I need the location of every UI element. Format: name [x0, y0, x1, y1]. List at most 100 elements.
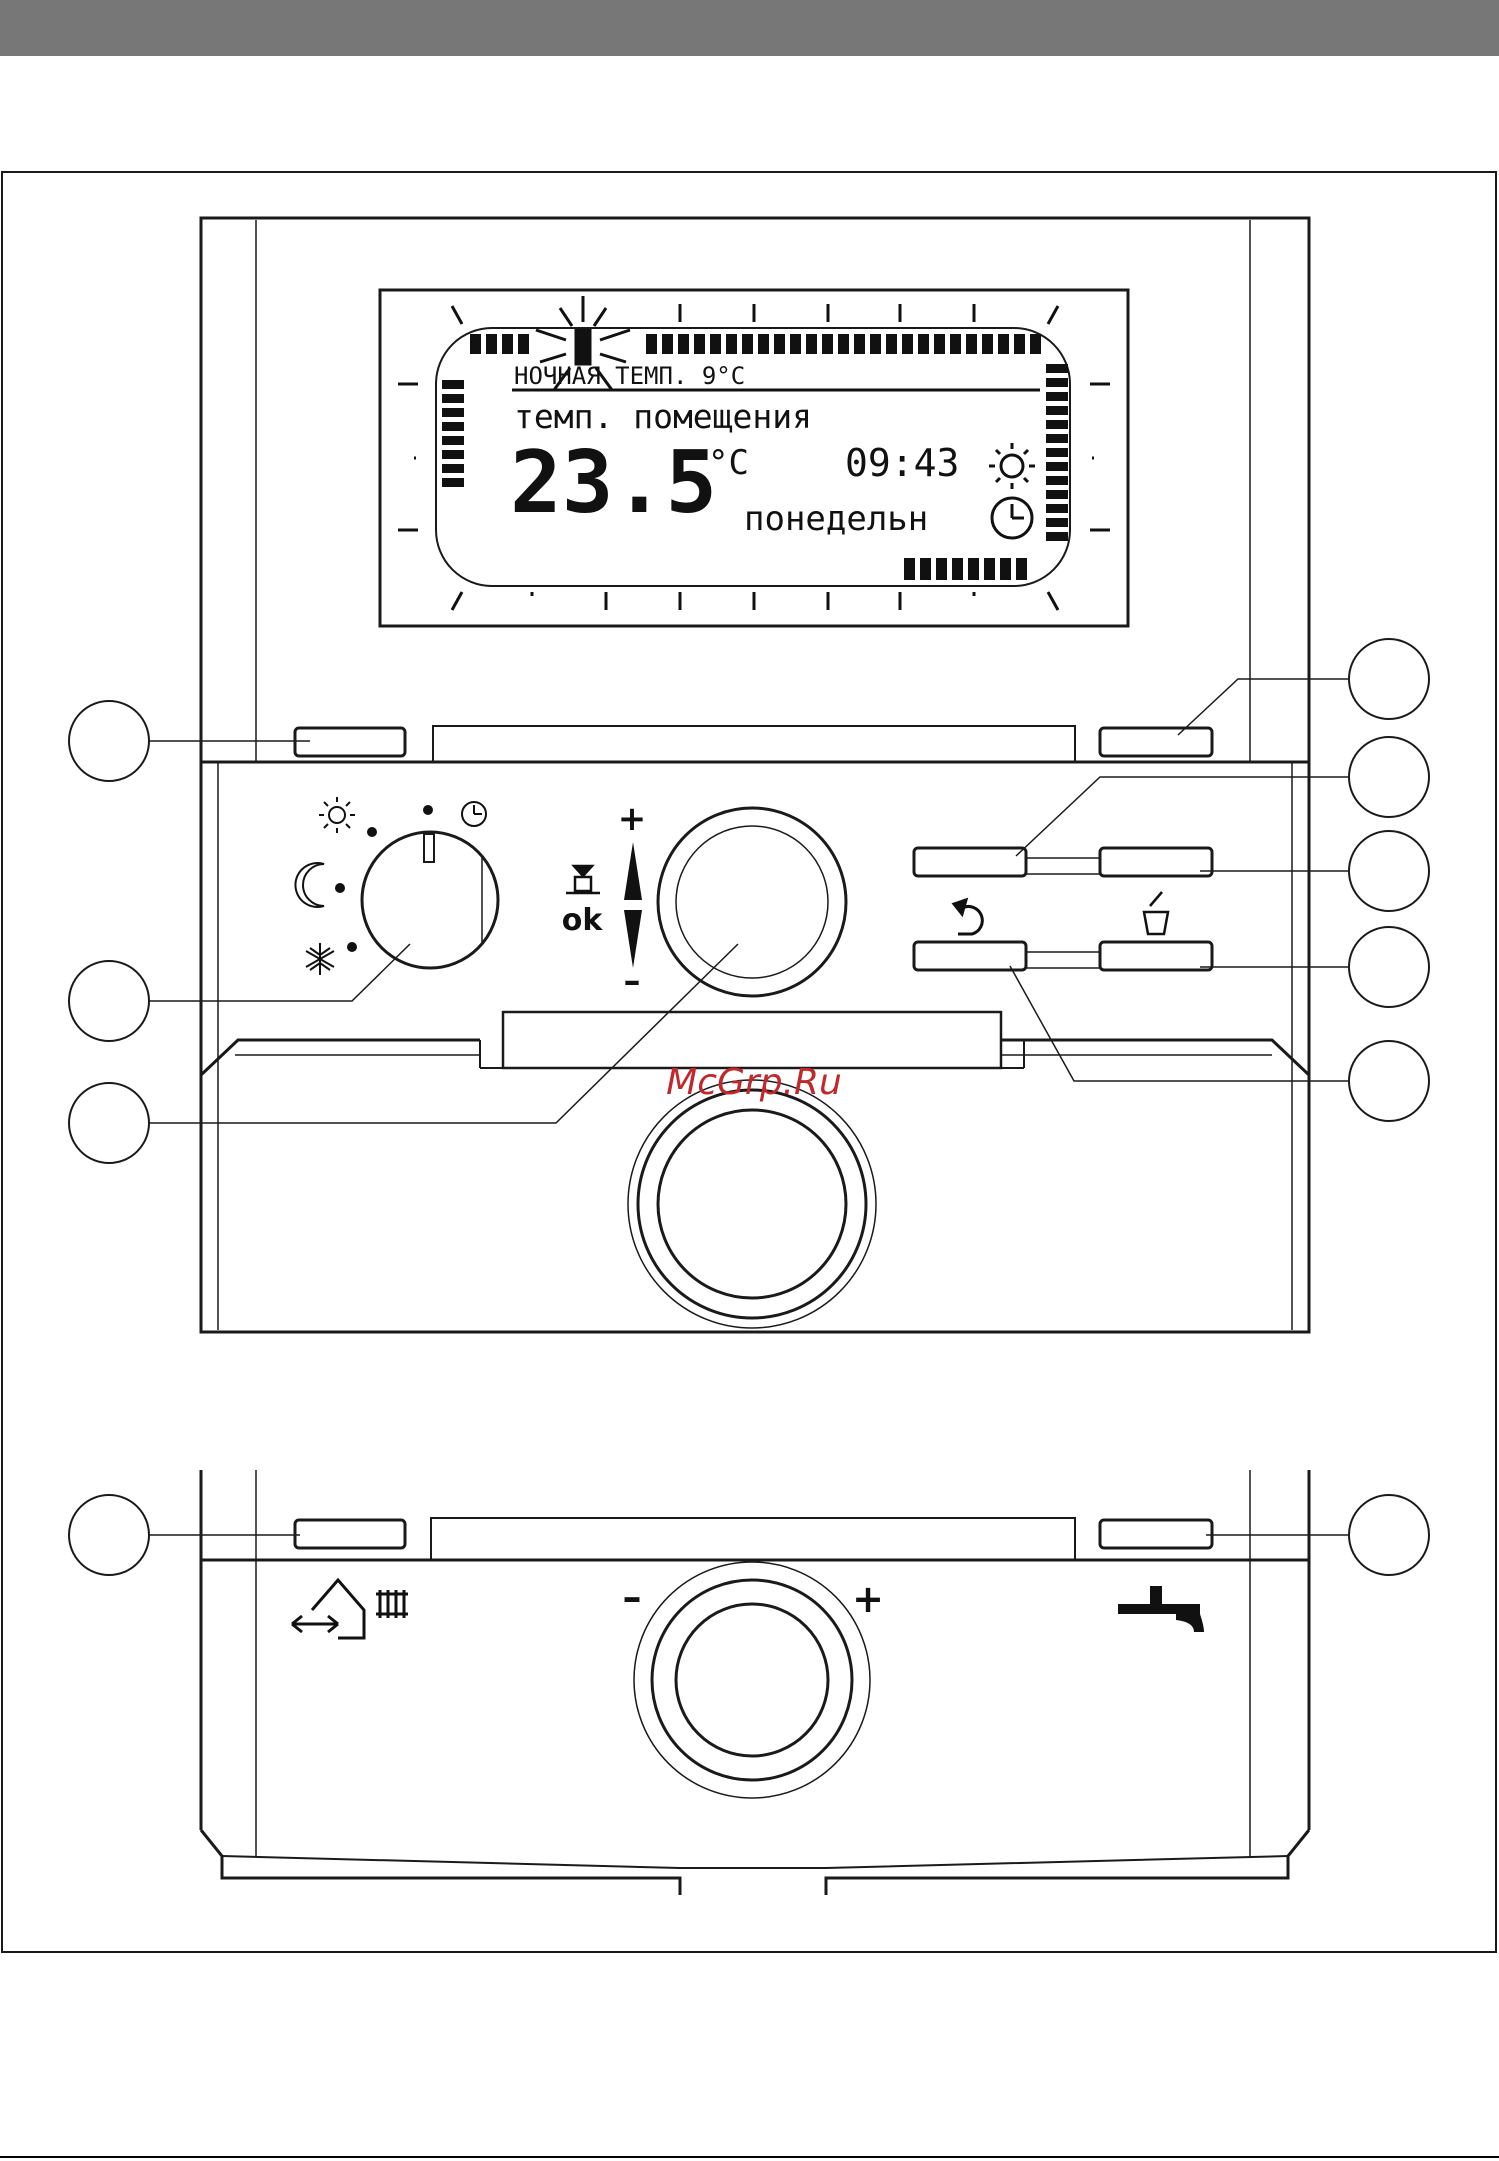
- menu-icon: [566, 866, 600, 893]
- upper-unit: [201, 218, 1309, 1332]
- faucet-icon: [1118, 1586, 1204, 1632]
- lcd-segment: [838, 334, 849, 354]
- cover-knob: [628, 1080, 876, 1328]
- lcd-segment: [442, 464, 464, 473]
- sun-mode-icon: [319, 797, 355, 833]
- lcd-segment: [854, 334, 865, 354]
- lcd-segment: [1046, 490, 1068, 499]
- display-temperature: 23.5: [510, 433, 717, 533]
- mode-selector[interactable]: [335, 805, 498, 968]
- lcd-segment: [904, 558, 915, 580]
- up-arrow-icon: [624, 842, 642, 900]
- lcd-segment: [646, 334, 657, 354]
- lcd-segment: [968, 558, 979, 580]
- lcd-segment: [1046, 532, 1068, 541]
- lcd-segment: [442, 422, 464, 431]
- lcd-tick: [452, 306, 462, 324]
- lcd-segment: [806, 334, 817, 354]
- radiator-icon: [376, 1590, 408, 1618]
- lcd-segment: [1000, 558, 1011, 580]
- lcd-segment: [1046, 518, 1068, 527]
- main-rotary-knob[interactable]: [658, 808, 846, 996]
- lcd-segment: [822, 334, 833, 354]
- lcd-segment: [984, 558, 995, 580]
- heating-mode-button[interactable]: [295, 1520, 405, 1548]
- lcd-segment: [982, 334, 993, 354]
- lcd-segment: [1046, 476, 1068, 485]
- lcd-segment: [1046, 378, 1068, 387]
- info-button[interactable]: [1100, 942, 1212, 970]
- display-label: темп. помещения: [514, 397, 812, 436]
- menu-button-right[interactable]: [1100, 848, 1212, 876]
- lcd-segment: [470, 334, 481, 354]
- lcd-segment: [1046, 434, 1068, 443]
- lcd-segment: [1046, 448, 1068, 457]
- plus-sign: +: [618, 799, 647, 839]
- lcd-segment: [936, 558, 947, 580]
- lcd-segment: [790, 334, 801, 354]
- lcd-segment: [998, 334, 1009, 354]
- back-button[interactable]: [914, 942, 1026, 970]
- lcd-segment: [442, 478, 464, 487]
- lcd-segment: [966, 334, 977, 354]
- lcd-segment: [886, 334, 897, 354]
- upper-right-button[interactable]: [1100, 728, 1212, 756]
- lcd-segment: [662, 334, 673, 354]
- house-arrow-icon: [292, 1580, 364, 1638]
- lcd-tick: [452, 592, 462, 610]
- lcd-segment: [1016, 558, 1027, 580]
- lower-plus-sign: +: [852, 1577, 884, 1621]
- lcd-segment: [952, 558, 963, 580]
- moon-icon: [295, 863, 324, 907]
- back-arrow-icon: [954, 900, 982, 934]
- lcd-segment: [1046, 504, 1068, 513]
- lcd-segment: [920, 558, 931, 580]
- sun-icon: [989, 443, 1035, 489]
- display-header-line: НОЧНАЯ ТЕМП. 9°C: [514, 362, 745, 390]
- lower-rotary-knob[interactable]: [634, 1562, 870, 1798]
- display-temperature-unit: °C: [708, 443, 749, 483]
- lcd-segment: [1046, 406, 1068, 415]
- lcd-display: НОЧНАЯ ТЕМП. 9°C темп. помещения 23.5 °C…: [380, 290, 1128, 626]
- lcd-segment: [1046, 392, 1068, 401]
- menu-button-left[interactable]: [914, 848, 1026, 876]
- clock-icon: [992, 498, 1032, 538]
- lcd-segment: [1030, 334, 1041, 354]
- lcd-segment: [758, 334, 769, 354]
- minus-sign: –: [624, 961, 641, 1001]
- upper-left-button[interactable]: [295, 728, 405, 756]
- lcd-segment: [442, 408, 464, 417]
- lcd-segment: [1046, 462, 1068, 471]
- lcd-segment: [486, 334, 497, 354]
- lcd-segment: [442, 436, 464, 445]
- lcd-segment: [742, 334, 753, 354]
- lcd-segment: [442, 394, 464, 403]
- lcd-segment: [918, 334, 929, 354]
- hot-water-button[interactable]: [1100, 1520, 1212, 1548]
- lcd-segment: [1046, 364, 1068, 373]
- watermark-text: McGrp.Ru: [666, 1062, 842, 1103]
- lcd-segment: [726, 334, 737, 354]
- clock-mode-icon: [462, 802, 486, 826]
- lcd-tick: [1048, 306, 1058, 324]
- ok-label: ok: [562, 903, 604, 938]
- callouts: [69, 639, 1429, 1575]
- lcd-segment: [442, 380, 464, 389]
- display-weekday: понедельн: [744, 499, 928, 539]
- lcd-segment: [870, 334, 881, 354]
- lcd-tick: [1048, 592, 1058, 610]
- lower-minus-sign: –: [623, 1575, 642, 1619]
- lcd-segment: [694, 334, 705, 354]
- snowflake-icon: [306, 943, 334, 975]
- lcd-segment: [1014, 334, 1025, 354]
- lcd-segment: [934, 334, 945, 354]
- lcd-segment: [518, 334, 529, 354]
- lcd-segment: [502, 334, 513, 354]
- down-arrow-icon: [624, 910, 642, 968]
- lcd-segment: [774, 334, 785, 354]
- lcd-segment: [442, 450, 464, 459]
- lcd-segment: [950, 334, 961, 354]
- lcd-segment: [678, 334, 689, 354]
- cup-icon: [1144, 892, 1168, 934]
